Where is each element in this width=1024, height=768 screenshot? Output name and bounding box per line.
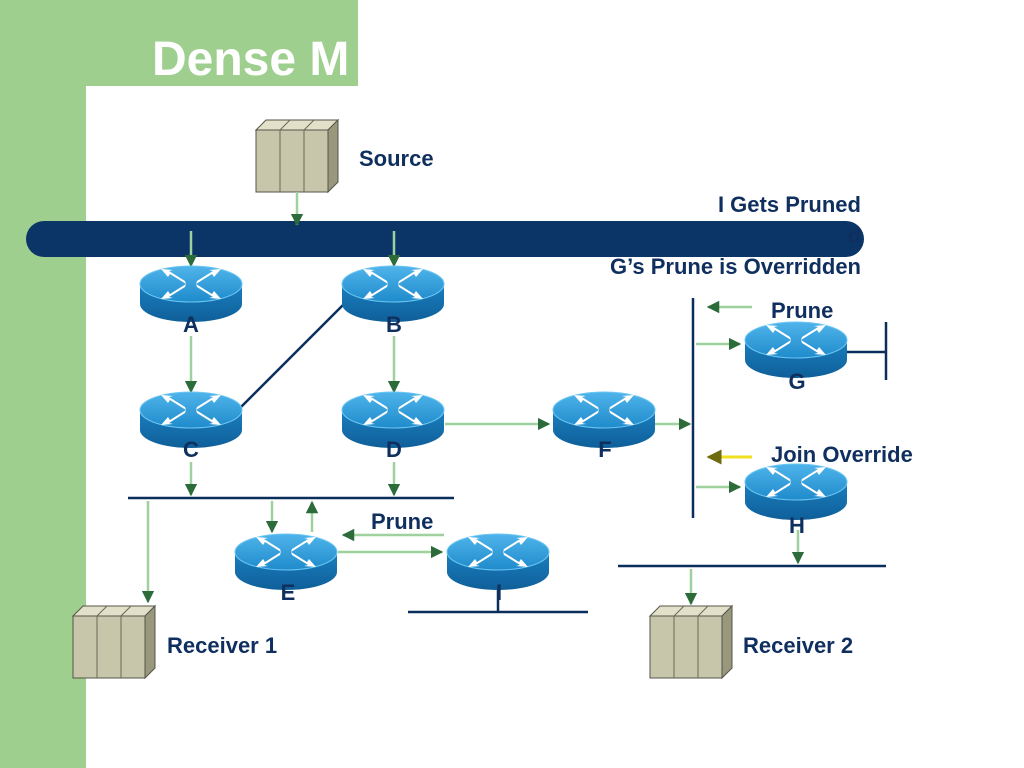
router-label-c: C (183, 437, 199, 462)
receiver2-label: Receiver 2 (743, 633, 853, 658)
join-override-label: Join Override (771, 442, 913, 467)
receiver1-host-icon (72, 605, 156, 679)
source-lan-bus (26, 221, 864, 257)
link-b-to-c (240, 304, 344, 408)
prune-label-i: Prune (371, 509, 433, 534)
note-i-gets-pruned: I Gets Pruned (718, 192, 861, 217)
slide-title: Dense M (152, 33, 350, 86)
router-label-d: D (386, 437, 402, 462)
receiver1-label: Receiver 1 (167, 633, 277, 658)
router-label-e: E (281, 580, 296, 605)
router-label-h: H (789, 513, 805, 538)
router-label-f: F (598, 437, 611, 462)
note-partial-line: d (848, 223, 861, 248)
note-g-prune-overridden: G’s Prune is Overridden (610, 254, 861, 279)
slide-left-band (0, 0, 86, 768)
slide-top-band (0, 0, 358, 86)
router-h (744, 463, 848, 521)
router-label-a: A (183, 312, 199, 337)
receiver2-host-icon (649, 605, 733, 679)
source-label: Source (359, 146, 434, 171)
prune-label-g: Prune (771, 298, 833, 323)
router-label-i: I (496, 580, 502, 605)
router-label-b: B (386, 312, 402, 337)
router-label-g: G (788, 369, 805, 394)
source-host-icon (255, 119, 339, 193)
